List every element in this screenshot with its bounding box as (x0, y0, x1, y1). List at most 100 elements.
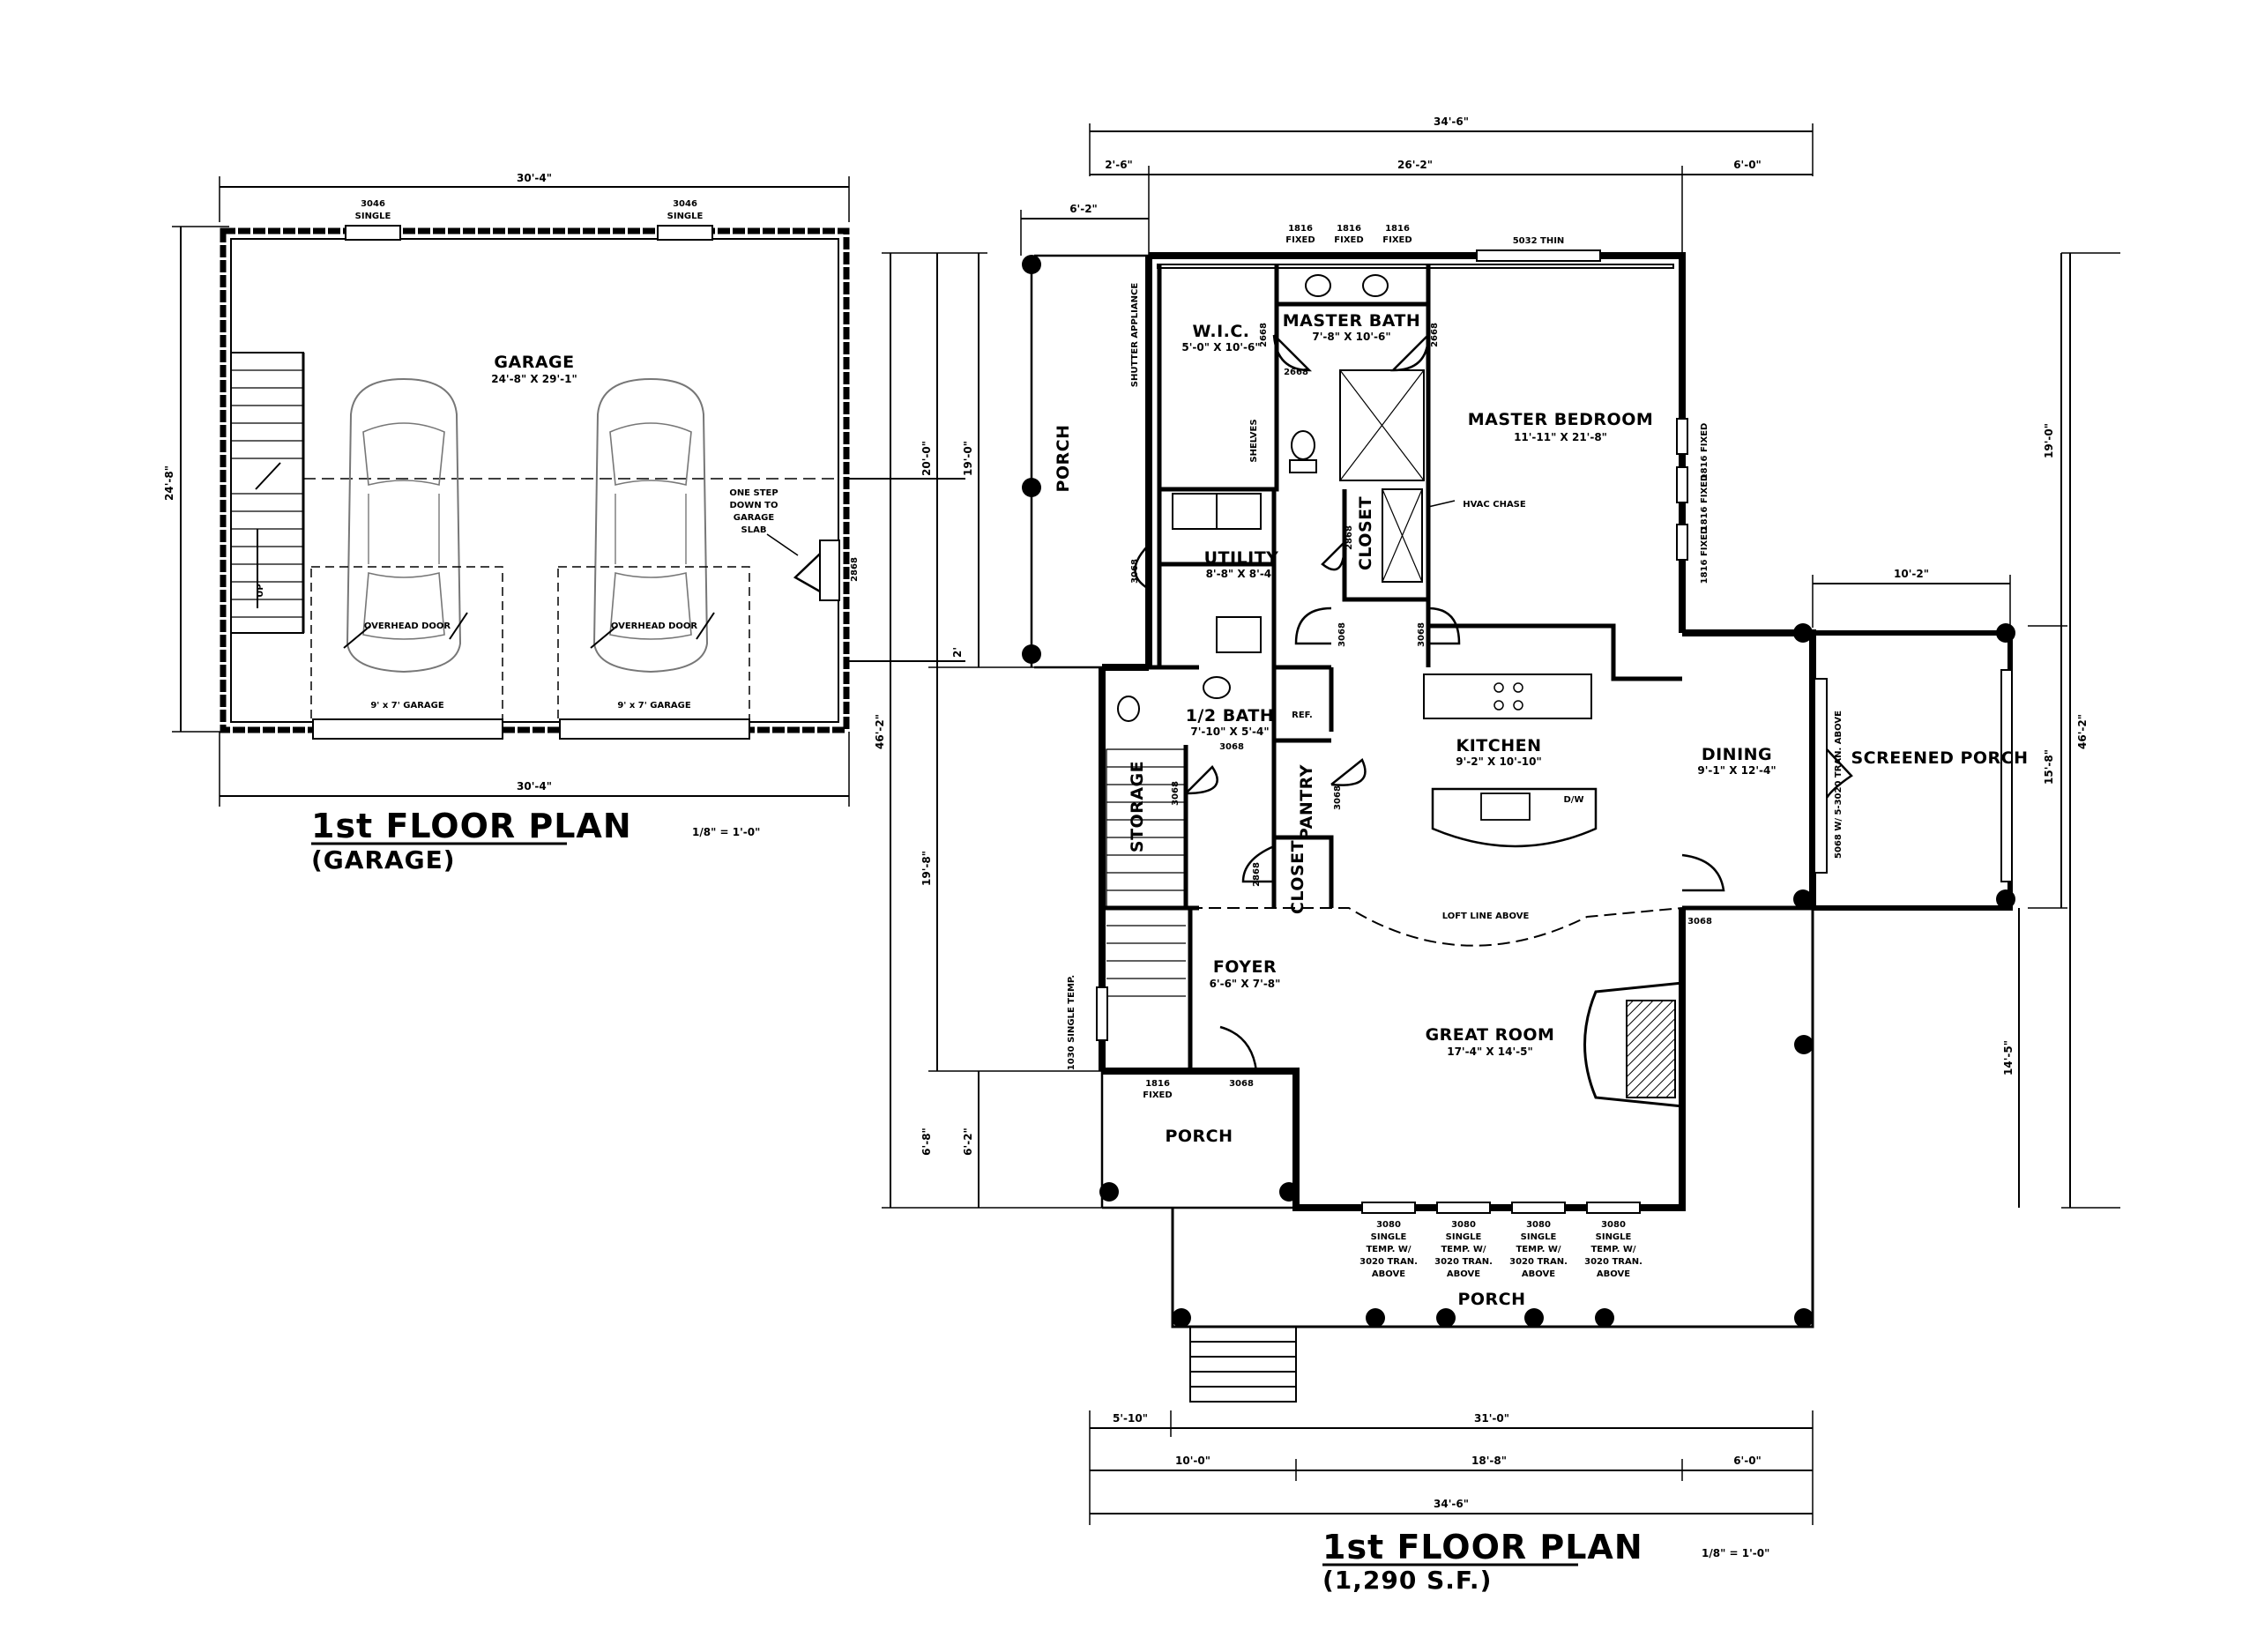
column-icon (1793, 889, 1813, 909)
front-window-3-l3: 3020 TRAN. (1509, 1257, 1568, 1267)
utility-size: 8'-8" X 8'-4" (1206, 568, 1277, 580)
dim-lower-left-b: 6'-2" (962, 1127, 974, 1156)
garage-room-size: 24'-8" X 29'-1" (491, 373, 577, 385)
master-bedroom-name: MASTER BEDROOM (1468, 410, 1654, 429)
front-window-1-l3: 3020 TRAN. (1359, 1257, 1418, 1267)
dw-label: D/W (1564, 795, 1584, 805)
window-1816-right-a: 1816 FIXED (1700, 423, 1710, 480)
window-fixed-a: FIXED (1285, 235, 1315, 245)
front-window-1-l4: ABOVE (1372, 1269, 1405, 1279)
window-1816-b: 1816 (1337, 224, 1361, 234)
dim-screened-h: 15'-8" (2043, 749, 2055, 785)
master-bedroom-size: 11'-11" X 21'-8" (1514, 431, 1607, 443)
house-plan: 34'-6" 2'-6" 26'-2" 6'-0" 6'-2" 46'-2" 1… (874, 115, 2120, 1595)
front-window-3-l1: SINGLE (1521, 1232, 1557, 1242)
dim-bot-b: 31'-0" (1474, 1412, 1509, 1425)
storage-name: STORAGE (1128, 761, 1147, 852)
column-icon (1099, 1182, 1119, 1202)
half-bath-name: 1/2 BATH (1186, 706, 1275, 726)
garage-dim-top: 30'-4" (517, 172, 552, 184)
column-icon (1436, 1308, 1456, 1328)
door-3068-d: 3068 (1219, 742, 1244, 752)
utility-name: UTILITY (1204, 548, 1279, 568)
dim-porch-w: 6'-2" (1069, 203, 1098, 215)
front-window-4-l1: SINGLE (1596, 1232, 1632, 1242)
garage-window-1: 3046 (361, 199, 385, 209)
master-bath-size: 7'-8" X 10'-6" (1312, 331, 1390, 343)
front-window-2-l4: ABOVE (1447, 1269, 1480, 1279)
window-2668-c: 2668 (1430, 323, 1440, 347)
house-plan-subtitle: (1,290 S.F.) (1322, 1566, 1492, 1595)
dim-seg-a: 2'-6" (1105, 159, 1133, 171)
garage-door-2-label: 9' x 7' GARAGE (617, 701, 691, 711)
dim-overall-top: 34'-6" (1434, 115, 1469, 128)
wic-name: W.I.C. (1192, 322, 1249, 341)
overhead-door-2: OVERHEAD DOOR (611, 621, 698, 631)
front-window-3-l4: ABOVE (1522, 1269, 1555, 1279)
dim-screened-w: 10'-2" (1894, 568, 1929, 580)
column-icon (1022, 644, 1041, 664)
closet-1-name: CLOSET (1288, 840, 1307, 914)
front-window-2-l3: 3020 TRAN. (1434, 1257, 1493, 1267)
front-window-1-l1: SINGLE (1371, 1232, 1407, 1242)
closet-2-name: CLOSET (1356, 496, 1375, 570)
screened-porch-name: SCREENED PORCH (1851, 748, 2028, 768)
garage-window-1-type: SINGLE (355, 212, 391, 221)
appliance-note: SHUTTER APPLIANCE (1130, 283, 1140, 388)
column-icon (1996, 623, 2015, 643)
door-2868-b: 2868 (1252, 862, 1262, 887)
front-window-3: 3080 (1526, 1220, 1551, 1230)
door-3068-a: 3068 (1130, 559, 1140, 584)
door-3068-c: 3068 (1417, 622, 1426, 647)
overhead-door-1: OVERHEAD DOOR (364, 621, 451, 631)
window-fixed-c: FIXED (1382, 235, 1412, 245)
kitchen-name: KITCHEN (1456, 736, 1542, 755)
garage-room-name: GARAGE (494, 353, 574, 372)
pantry-name: PANTRY (1297, 764, 1316, 840)
step-note-4: SLAB (741, 525, 767, 535)
front-window-tags: 3080 SINGLE TEMP. W/ 3020 TRAN. ABOVE 30… (1359, 1220, 1642, 1279)
front-window-3-l2: TEMP. W/ (1516, 1245, 1561, 1254)
column-icon (1022, 255, 1041, 274)
dim-lower-left-a: 6'-8" (920, 1127, 933, 1156)
loft-note: LOFT LINE ABOVE (1442, 912, 1530, 921)
dim-overall-bottom: 34'-6" (1434, 1498, 1469, 1510)
door-3068-b: 3068 (1337, 622, 1347, 647)
garage-dim-bottom: 30'-4" (517, 780, 552, 793)
dim-bot-e: 6'-0" (1733, 1455, 1762, 1467)
step-note-3: GARAGE (734, 513, 775, 523)
front-window-1: 3080 (1376, 1220, 1401, 1230)
window-1816-c: 1816 (1385, 224, 1410, 234)
dim-far-right: 46'-2" (2076, 714, 2089, 749)
wic-size: 5'-0" X 10'-6" (1181, 341, 1260, 353)
front-window-2-l1: SINGLE (1446, 1232, 1482, 1242)
door-3068-e: 3068 (1333, 785, 1343, 810)
column-icon (1022, 478, 1041, 497)
shelves-label: SHELVES (1249, 419, 1259, 462)
column-icon (1794, 1308, 1814, 1328)
house-plan-title: 1st FLOOR PLAN (1322, 1528, 1643, 1566)
dining-name: DINING (1702, 745, 1772, 764)
column-icon (1524, 1308, 1544, 1328)
garage-window-2: 3046 (673, 199, 697, 209)
window-1816-a: 1816 (1288, 224, 1313, 234)
window-1030-side: 1030 SINGLE TEMP. (1067, 975, 1076, 1070)
column-icon (1794, 1035, 1814, 1054)
half-bath-size: 7'-10" X 5'-4" (1190, 726, 1269, 738)
porch-front-name: PORCH (1457, 1290, 1525, 1309)
column-icon (1279, 1182, 1299, 1202)
master-bath-name: MASTER BATH (1283, 311, 1421, 331)
column-icon (1595, 1308, 1614, 1328)
dim-left-total: 46'-2" (874, 714, 886, 749)
garage-plan-scale: 1/8" = 1'-0" (692, 826, 760, 838)
window-1816-right-b: 1816 FIXED (1700, 474, 1710, 532)
great-room-name: GREAT ROOM (1426, 1025, 1555, 1045)
porch-left-name: PORCH (1054, 424, 1073, 492)
hvac-note: HVAC CHASE (1463, 500, 1526, 510)
front-window-4-l3: 3020 TRAN. (1584, 1257, 1642, 1267)
dim-bot-d: 18'-8" (1471, 1455, 1507, 1467)
dim-porch-h2: 19'-0" (962, 441, 974, 476)
dim-seg-c: 6'-0" (1733, 159, 1762, 171)
step-note-2: DOWN TO (729, 501, 778, 510)
